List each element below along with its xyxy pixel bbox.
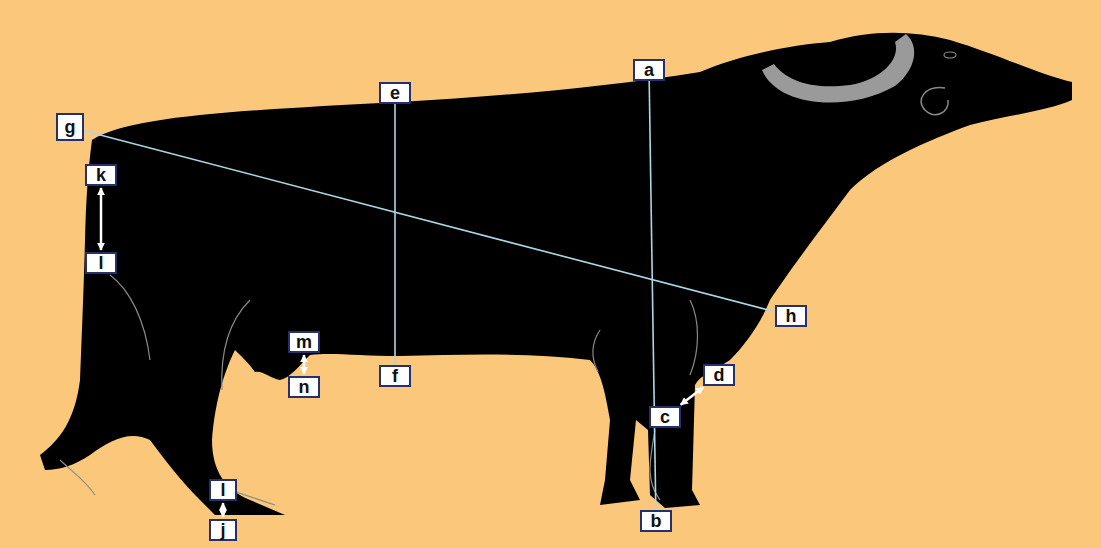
label-box: d (703, 364, 735, 386)
label-box: j (209, 519, 237, 541)
label-box: n (288, 376, 320, 398)
label-box: a (633, 59, 665, 81)
callout-letter: b (651, 512, 662, 530)
measurement-line (649, 81, 656, 510)
callout-letter: g (65, 118, 76, 136)
buffalo-horn (762, 34, 914, 103)
callout-letter: f (392, 367, 398, 385)
measurement-line (394, 104, 396, 365)
label-box: g (56, 113, 84, 141)
callout-letter: j (220, 521, 225, 539)
label-box: b (640, 510, 672, 532)
dimension-arrow (303, 355, 306, 374)
label-box: k (85, 164, 117, 186)
callout-letter: h (786, 307, 797, 325)
label-box: l (85, 252, 117, 274)
dimension-arrow (100, 188, 103, 250)
label-box: e (379, 82, 411, 104)
callout-letter: m (296, 333, 312, 351)
callout-letter: l (98, 254, 103, 272)
dimension-arrow (222, 503, 225, 517)
callout-letter: e (390, 84, 400, 102)
buffalo-eye (944, 52, 956, 58)
callout-letter: l (220, 481, 225, 499)
callout-letter: k (96, 166, 106, 184)
label-box: c (649, 406, 681, 428)
buffalo-ear (921, 88, 948, 115)
label-box: h (775, 305, 807, 327)
measurement-line (84, 131, 775, 312)
callout-letter: a (644, 61, 654, 79)
callout-letter: c (660, 408, 670, 426)
callout-letter: d (714, 366, 725, 384)
label-box: l (209, 479, 237, 501)
dimension-arrow (681, 387, 704, 405)
buffalo-silhouette (40, 33, 1072, 515)
label-box: f (379, 365, 411, 387)
callout-letter: n (299, 378, 310, 396)
label-box: m (288, 331, 320, 353)
leg-contours (60, 275, 698, 505)
